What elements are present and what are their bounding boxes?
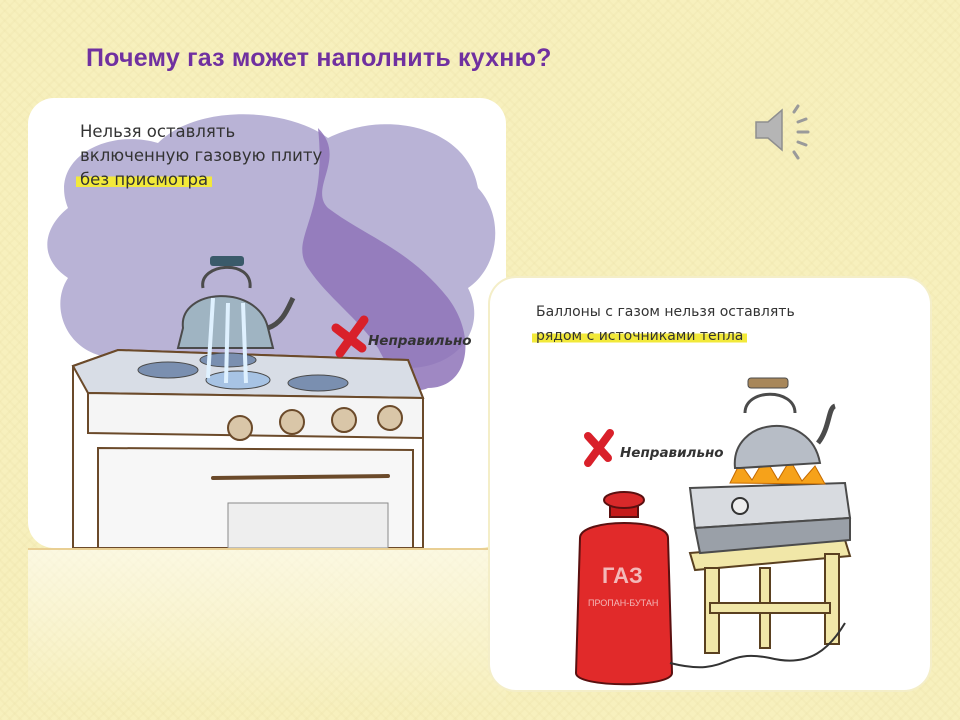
stove-knobs — [227, 405, 403, 441]
wrong-label-right: Неправильно — [620, 445, 724, 461]
wrong-mark-right — [584, 429, 614, 467]
cylinder-scene: ГАЗ ПРОПАН-БУТАН — [574, 377, 852, 686]
kettle — [176, 256, 296, 384]
left-caption-highlight: без присмотра — [76, 170, 213, 189]
panel-reflection — [28, 548, 506, 710]
camping-stove — [688, 457, 852, 555]
stool — [688, 538, 852, 654]
left-caption: Нельзя оставлять включенную газовую плит… — [76, 120, 323, 192]
slide-title: Почему газ может наполнить кухню? — [86, 44, 552, 72]
wrong-label-left: Неправильно — [368, 333, 472, 349]
stove-scene — [47, 114, 496, 548]
right-caption: Баллоны с газом нельзя оставлять рядом с… — [532, 300, 795, 348]
cylinder-label: ГАЗ — [602, 563, 643, 588]
right-caption-highlight: рядом с источниками тепла — [532, 328, 748, 344]
left-caption-line1: Нельзя оставлять — [80, 122, 236, 141]
wrong-mark-left — [331, 315, 369, 358]
gas-hose — [669, 622, 846, 669]
gas-cylinder: ГАЗ ПРОПАН-БУТАН — [574, 491, 674, 686]
right-caption-line1: Баллоны с газом нельзя оставлять — [536, 304, 795, 320]
left-caption-line2: включенную газовую плиту — [80, 146, 323, 165]
right-illustration-panel: ГАЗ ПРОПАН-БУТАН — [490, 278, 930, 690]
gas-stream — [302, 128, 466, 390]
kettle-right — [733, 377, 837, 469]
cylinder-sublabel: ПРОПАН-БУТАН — [588, 598, 658, 608]
speaker-icon[interactable] — [750, 100, 816, 160]
